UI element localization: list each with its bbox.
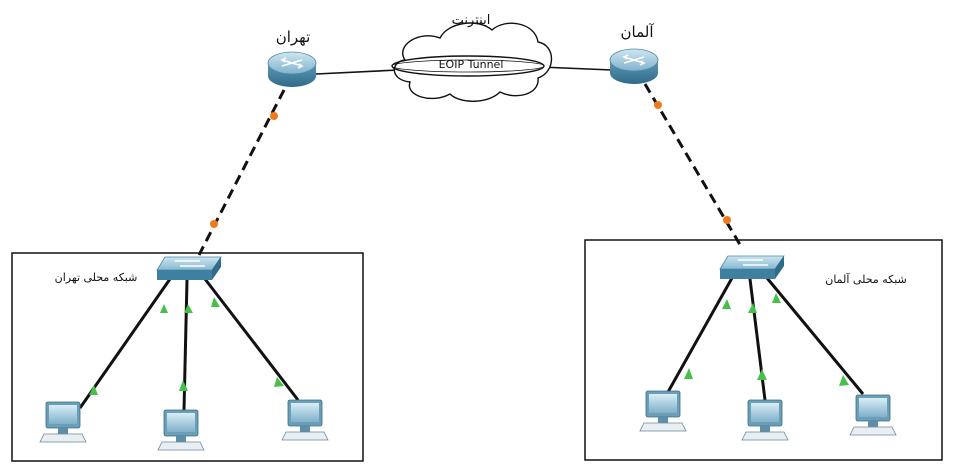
link-up-triangle [757,369,767,380]
pc-icon[interactable] [157,409,205,451]
link-up-triangle [748,303,757,313]
tunnel-label: EOIP Tunnel [439,58,504,71]
lan-link [748,278,767,401]
router-icon-tehran[interactable] [267,51,317,87]
lan-link [765,277,865,395]
router-label-germany: آلمان [621,23,655,41]
link-up-triangle [722,299,731,309]
router-label-tehran: تهران [276,28,311,46]
lan-label-germany: شبکه محلی آلمان [825,272,907,286]
link-up-triangle [274,377,284,387]
link-tehran-cloud [315,69,399,75]
pc-icon[interactable] [39,401,87,443]
link-up-triangle [160,304,168,313]
serial-dot [210,220,218,228]
switch-icon-germany[interactable] [719,255,785,279]
lan-label-tehran: شبکه محلی تهران [55,271,138,284]
link-up-triangle [179,380,188,391]
pc-icon[interactable] [849,394,897,436]
lan-box-germany [584,239,943,461]
link-up-triangle [839,375,849,386]
serial-dot [723,216,731,224]
serial-dot [654,101,662,109]
link-status-triangles [89,293,849,395]
lan-link [203,278,300,401]
pc-icon[interactable] [639,390,687,432]
link-cloud-germany [539,66,613,71]
link-up-triangle [89,385,98,395]
serial-dot [270,112,278,120]
link-up-triangle [184,304,193,313]
switch-icon-tehran[interactable] [156,256,222,280]
pc-icon[interactable] [741,399,789,441]
lan-link [666,277,734,393]
pc-icon[interactable] [281,399,329,441]
lan-box-tehran [11,252,364,462]
cloud-icon [391,22,553,102]
router-icon-germany[interactable] [609,48,659,84]
cloud-label: اینترنت [452,13,491,28]
link-up-triangle [684,368,693,379]
link-up-triangle [211,297,220,307]
link-up-triangle [772,293,781,303]
lan-link [78,278,172,409]
